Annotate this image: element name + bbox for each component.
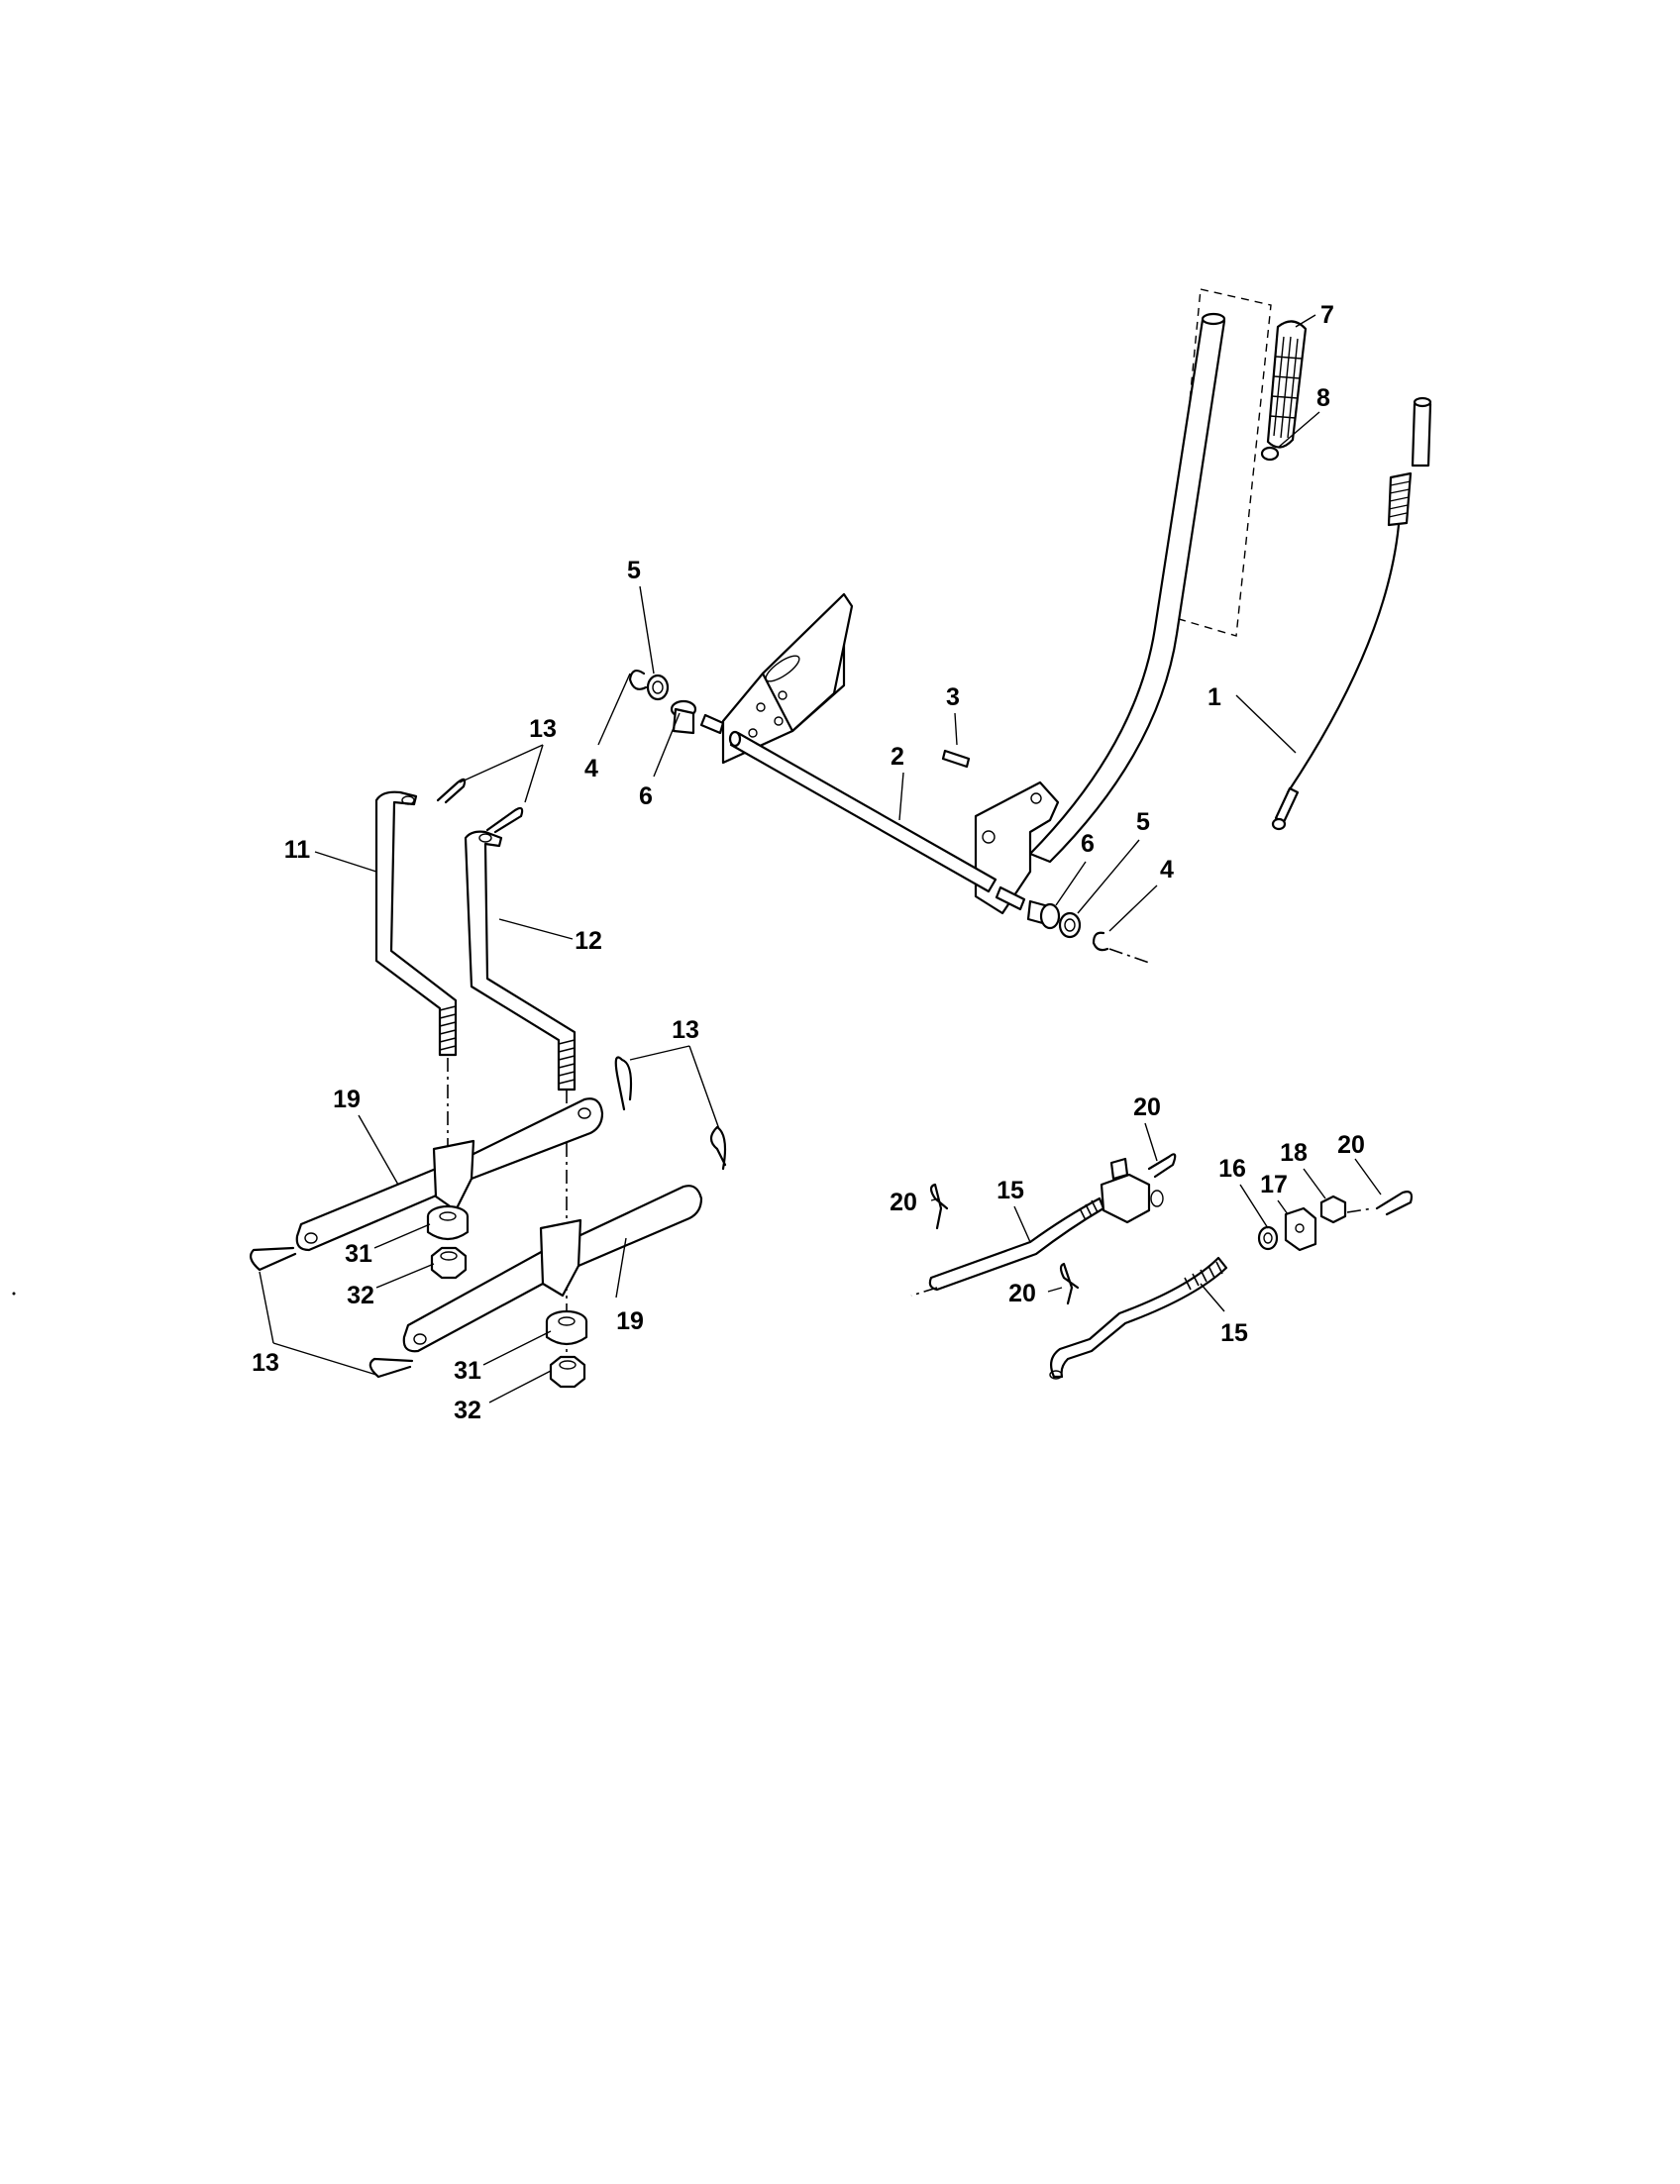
hairpin-clip-2	[485, 806, 524, 834]
nut-lower	[549, 1355, 586, 1389]
lift-cable	[1271, 396, 1432, 831]
lift-shaft	[699, 592, 1026, 911]
callout-1: 1	[1208, 683, 1221, 711]
nut-upper	[430, 1246, 468, 1280]
lift-arm-upper	[295, 1097, 604, 1252]
bushing-left	[670, 699, 697, 735]
callout-4-right: 4	[1160, 856, 1174, 884]
hairpin-clip-1	[436, 778, 467, 804]
callout-20-a: 20	[1133, 1093, 1161, 1121]
lift-arm-lower	[402, 1185, 703, 1353]
nut-18	[1319, 1195, 1374, 1224]
trunnion-block	[1100, 1157, 1164, 1224]
callout-20-d: 20	[1337, 1131, 1365, 1159]
adjustment-rod-upper	[910, 1196, 1105, 1297]
callout-16: 16	[1218, 1155, 1246, 1183]
spacer-upper	[426, 1204, 470, 1241]
callout-31-lower: 31	[454, 1357, 481, 1385]
lift-link-left	[374, 790, 458, 1203]
hairpin-clip-3	[614, 1056, 633, 1111]
adjustment-rod-lower	[1049, 1256, 1228, 1380]
callout-20-c: 20	[1008, 1280, 1036, 1307]
callout-5-right: 5	[1136, 808, 1150, 836]
bushing-right	[1026, 899, 1061, 930]
callout-31-upper: 31	[345, 1240, 372, 1268]
retaining-clip-right	[1092, 931, 1150, 964]
callout-12: 12	[575, 927, 602, 955]
stray-dot	[12, 1292, 16, 1296]
hairpin-20-d	[1375, 1191, 1414, 1216]
callout-17: 17	[1260, 1171, 1288, 1198]
callout-labels: 1 2 3 4 4 5 5 6 6 7 8 11 12 13 13 13 15 …	[252, 301, 1365, 1424]
washer-right	[1058, 911, 1082, 939]
retaining-clip-left	[628, 670, 648, 690]
washer-left	[646, 674, 670, 701]
callout-20-b: 20	[890, 1189, 917, 1216]
callout-4-left: 4	[584, 755, 598, 782]
callout-8: 8	[1316, 384, 1330, 412]
handle-grip	[1266, 320, 1308, 449]
callout-19-lower: 19	[616, 1307, 644, 1335]
hairpin-clip-5	[250, 1246, 297, 1272]
hairpin-clip-6	[368, 1357, 414, 1379]
hairpin-clip-4	[709, 1125, 727, 1171]
callout-32-lower: 32	[454, 1397, 481, 1424]
callout-32-upper: 32	[347, 1282, 374, 1309]
lift-handle	[974, 288, 1272, 915]
roll-pin	[941, 749, 971, 769]
callout-15-upper: 15	[997, 1177, 1024, 1204]
callout-13-top: 13	[529, 715, 557, 743]
trunnion-17	[1284, 1206, 1317, 1252]
callout-5-left: 5	[627, 557, 641, 584]
leader-lines	[259, 314, 1382, 1404]
plug-cap	[1260, 446, 1280, 462]
callout-18: 18	[1280, 1139, 1308, 1167]
callout-15-lower: 15	[1220, 1319, 1248, 1347]
callout-19-upper: 19	[333, 1086, 361, 1113]
hairpin-20-c	[1059, 1262, 1080, 1305]
hairpin-20-b	[929, 1183, 949, 1230]
washer-16	[1257, 1225, 1279, 1251]
callout-7: 7	[1320, 301, 1334, 329]
callout-13-bottom: 13	[252, 1349, 279, 1377]
hairpin-20-a	[1147, 1153, 1177, 1179]
spacer-lower	[545, 1309, 588, 1346]
callout-6-left: 6	[639, 782, 653, 810]
callout-3: 3	[946, 683, 960, 711]
callout-11: 11	[284, 836, 311, 864]
callout-2: 2	[891, 743, 904, 771]
callout-13-right: 13	[672, 1016, 699, 1044]
callout-6-right: 6	[1081, 830, 1095, 858]
